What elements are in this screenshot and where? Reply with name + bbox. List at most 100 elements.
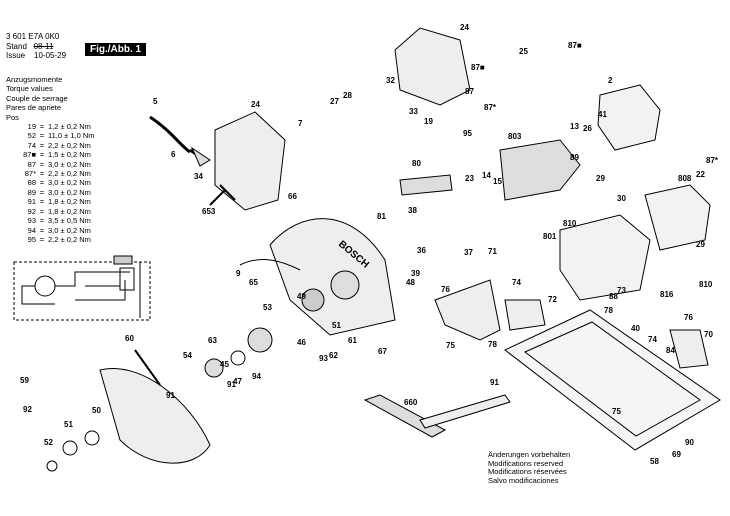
part-label: 62 [329, 351, 338, 360]
part-label: 70 [704, 330, 713, 339]
part-label: 29 [696, 240, 705, 249]
part-label: 53 [263, 303, 272, 312]
part-label: 810 [699, 280, 713, 289]
part-label: 87* [706, 156, 719, 165]
part-label: 30 [617, 194, 626, 203]
issue-value: 10-05-29 [34, 51, 67, 60]
part-label: 78 [604, 306, 613, 315]
part-label: 72 [548, 295, 557, 304]
part-label: 63 [208, 336, 217, 345]
part-label: 2 [608, 76, 613, 85]
part-label: 49 [297, 292, 306, 301]
part-label: 60 [125, 334, 134, 343]
part-label: 45 [220, 360, 229, 369]
part-label: 29 [596, 174, 605, 183]
part-label: 54 [183, 351, 192, 360]
part-label: 65 [249, 278, 258, 287]
part-label: 94 [252, 372, 261, 381]
part-label: 808 [678, 174, 692, 183]
part-label: 32 [386, 76, 395, 85]
torque-row: 87=3,0 ± 0,2 Nm [27, 159, 91, 169]
lower-guard [99, 368, 211, 464]
armature [499, 139, 581, 201]
part-label: 653 [202, 207, 216, 216]
wiring-diagram [13, 255, 151, 321]
part-label: 87■ [471, 63, 485, 72]
part-label: 76 [684, 313, 693, 322]
part-label: 23 [465, 174, 474, 183]
part-label: 33 [409, 107, 418, 116]
torque-row: 89=3,0 ± 0,2 Nm [27, 187, 91, 197]
torque-row: 94=3,0 ± 0,2 Nm [27, 225, 91, 235]
part-label: 73 [617, 286, 626, 295]
part-label: 816 [660, 290, 674, 299]
part-label: 58 [650, 457, 659, 466]
stand-line: Stand 08-11 [6, 41, 54, 51]
part-label: 19 [424, 117, 433, 126]
part-label: 26 [583, 124, 592, 133]
part-label: 5 [153, 97, 158, 106]
part-label: 88 [609, 292, 618, 301]
housing-801 [559, 214, 651, 301]
part-label: 91 [166, 391, 175, 400]
part-label: 90 [685, 438, 694, 447]
part-label: 25 [519, 47, 528, 56]
part-label: 14 [482, 171, 491, 180]
part-label: 81 [377, 212, 386, 221]
motor-housing [394, 27, 471, 106]
part-label: 95 [463, 129, 472, 138]
part-label: 6 [171, 150, 176, 159]
part-label: 39 [411, 269, 420, 278]
torque-title-fr: Couple de serrage [6, 93, 68, 103]
part-label: 24 [251, 100, 260, 109]
part-label: 13 [570, 122, 579, 131]
part-label: 87■ [568, 41, 582, 50]
part-label: 67 [378, 347, 387, 356]
handle-housing [214, 111, 286, 211]
part-label: 7 [298, 119, 303, 128]
part-label: 46 [297, 338, 306, 347]
part-label: 80 [412, 159, 421, 168]
part-label: 87* [484, 103, 497, 112]
base-plate [504, 309, 721, 451]
part-label: 801 [543, 232, 557, 241]
part-label: 74 [648, 335, 657, 344]
part-label: 22 [696, 170, 705, 179]
torque-row: 88=3,0 ± 0,2 Nm [27, 178, 91, 188]
part-label: 93 [319, 354, 328, 363]
torque-title-pos: Pos [6, 112, 19, 122]
part-label: 87 [465, 87, 474, 96]
part-label: 41 [598, 110, 607, 119]
torque-row: 87*=2,2 ± 0,2 Nm [24, 169, 91, 179]
part-label: 91 [227, 380, 236, 389]
torque-row: 91=1,8 ± 0,2 Nm [27, 197, 91, 207]
part-label: 52 [44, 438, 53, 447]
torque-row: 74=2,2 ± 0,2 Nm [27, 140, 91, 150]
issue-line: Issue 10-05-29 [6, 51, 67, 60]
part-label: 40 [631, 324, 640, 333]
part-label: 27 [330, 97, 339, 106]
torque-title-de: Anzugsmomente [6, 75, 63, 84]
part-label: 803 [508, 132, 522, 141]
part-label: 810 [563, 219, 577, 228]
part-label: 75 [612, 407, 621, 416]
torque-table: Anzugsmomente Torque values Couple de se… [6, 75, 108, 244]
torque-row: 93=3,5 ± 0,5 Nm [27, 216, 91, 226]
part-label: 38 [408, 206, 417, 215]
part-label: 91 [490, 378, 499, 387]
torque-row: 95=2,2 ± 0,2 Nm [27, 234, 91, 244]
torque-row: 19=1,2 ± 0,2 Nm [27, 122, 91, 132]
part-label: 78 [488, 340, 497, 349]
part-label: 660 [404, 398, 418, 407]
modification-notice: Änderungen vorbehalten Modifications res… [488, 450, 571, 485]
part-label: 75 [446, 341, 455, 350]
part-label: 37 [464, 248, 473, 257]
header-block: 3 601 E7A 0K0 Stand 08-11 Issue 10-05-29 [6, 32, 66, 61]
field-housing [597, 84, 661, 151]
part-label: 59 [20, 376, 29, 385]
part-label: 89 [570, 153, 579, 162]
torque-title-en: Torque values [6, 84, 53, 94]
